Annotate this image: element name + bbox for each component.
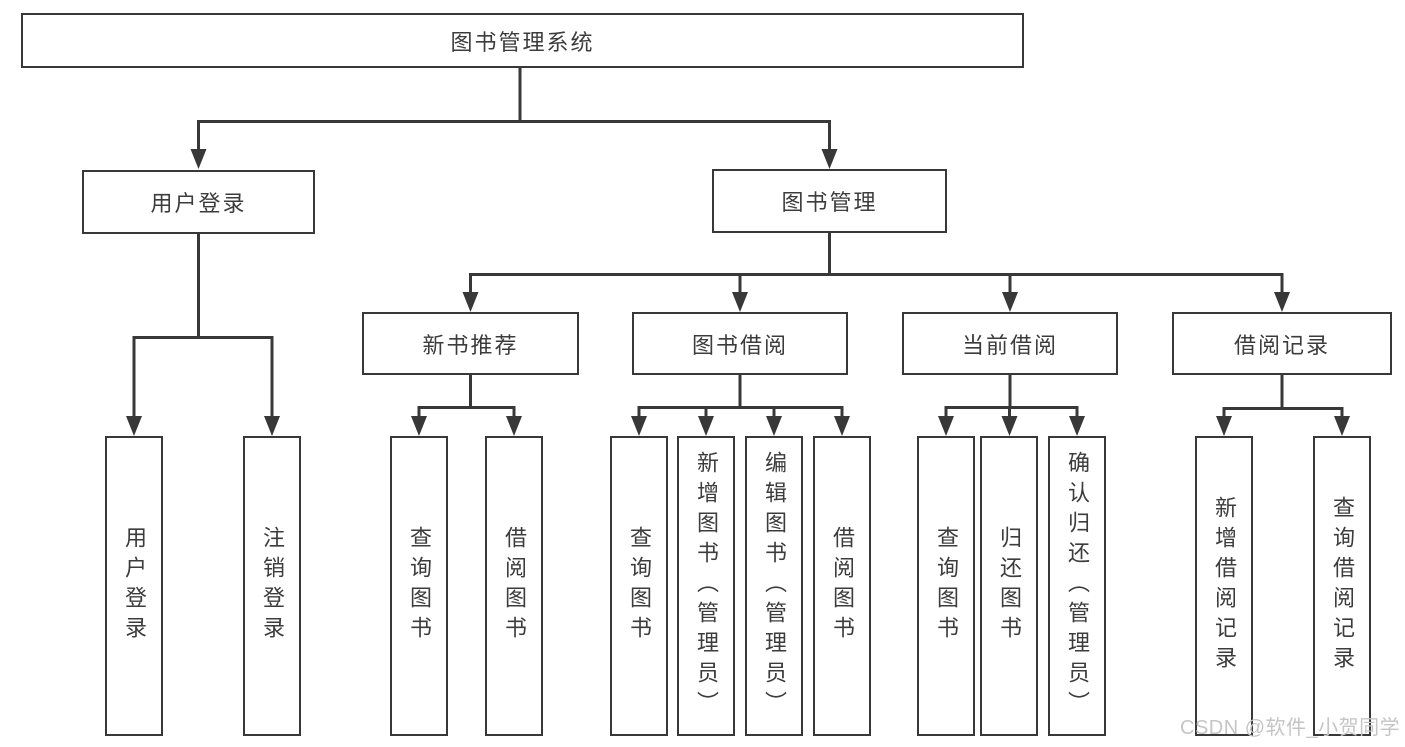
leaf-confirm-return-admin-label: 确认归还（管理员） — [1065, 451, 1090, 721]
leaf-query-books-3: 查询图书 — [917, 436, 975, 736]
node-book-borrowing-label: 图书借阅 — [691, 332, 788, 358]
leaf-logout-label: 注销登录 — [260, 526, 285, 646]
leaf-query-books-2: 查询图书 — [610, 436, 668, 736]
leaf-add-borrow-record: 新增借阅记录 — [1195, 436, 1253, 736]
leaf-edit-books-admin-label: 编辑图书（管理员） — [762, 451, 787, 721]
leaf-return-books: 归还图书 — [980, 436, 1038, 736]
leaf-borrow-books-2: 借阅图书 — [813, 436, 871, 736]
node-book-borrowing: 图书借阅 — [632, 312, 848, 375]
node-user-login-label: 用户登录 — [150, 191, 247, 216]
leaf-add-books-admin: 新增图书（管理员） — [677, 436, 735, 736]
node-book-management: 图书管理 — [712, 169, 947, 233]
leaf-query-books-2-label: 查询图书 — [627, 526, 652, 646]
leaf-return-books-label: 归还图书 — [997, 526, 1022, 646]
leaf-query-books-1: 查询图书 — [390, 436, 448, 736]
node-current-borrowing: 当前借阅 — [902, 312, 1118, 375]
leaf-user-login: 用户登录 — [105, 436, 163, 736]
leaf-user-login-label: 用户登录 — [122, 526, 147, 646]
node-root: 图书管理系统 — [21, 13, 1024, 68]
node-borrowing-records-label: 借阅记录 — [1233, 332, 1330, 358]
node-root-label: 图书管理系统 — [450, 29, 595, 55]
leaf-borrow-books-2-label: 借阅图书 — [830, 526, 855, 646]
node-new-book-recommend-label: 新书推荐 — [422, 332, 519, 358]
csdn-watermark: CSDN @软件_小贺同学 — [1180, 717, 1401, 739]
node-user-login: 用户登录 — [82, 170, 315, 234]
leaf-add-borrow-record-label: 新增借阅记录 — [1212, 496, 1237, 676]
leaf-borrow-books-1-label: 借阅图书 — [502, 526, 527, 646]
node-book-management-label: 图书管理 — [781, 190, 878, 215]
leaf-logout: 注销登录 — [243, 436, 301, 736]
node-borrowing-records: 借阅记录 — [1172, 312, 1392, 375]
leaf-query-borrow-record-label: 查询借阅记录 — [1330, 496, 1355, 676]
leaf-query-books-3-label: 查询图书 — [934, 526, 959, 646]
leaf-query-borrow-record: 查询借阅记录 — [1313, 436, 1371, 736]
leaf-edit-books-admin: 编辑图书（管理员） — [745, 436, 803, 736]
leaf-add-books-admin-label: 新增图书（管理员） — [694, 451, 719, 721]
node-new-book-recommend: 新书推荐 — [362, 312, 579, 375]
leaf-borrow-books-1: 借阅图书 — [485, 436, 543, 736]
leaf-confirm-return-admin: 确认归还（管理员） — [1048, 436, 1106, 736]
node-current-borrowing-label: 当前借阅 — [961, 332, 1058, 358]
leaf-query-books-1-label: 查询图书 — [407, 526, 432, 646]
